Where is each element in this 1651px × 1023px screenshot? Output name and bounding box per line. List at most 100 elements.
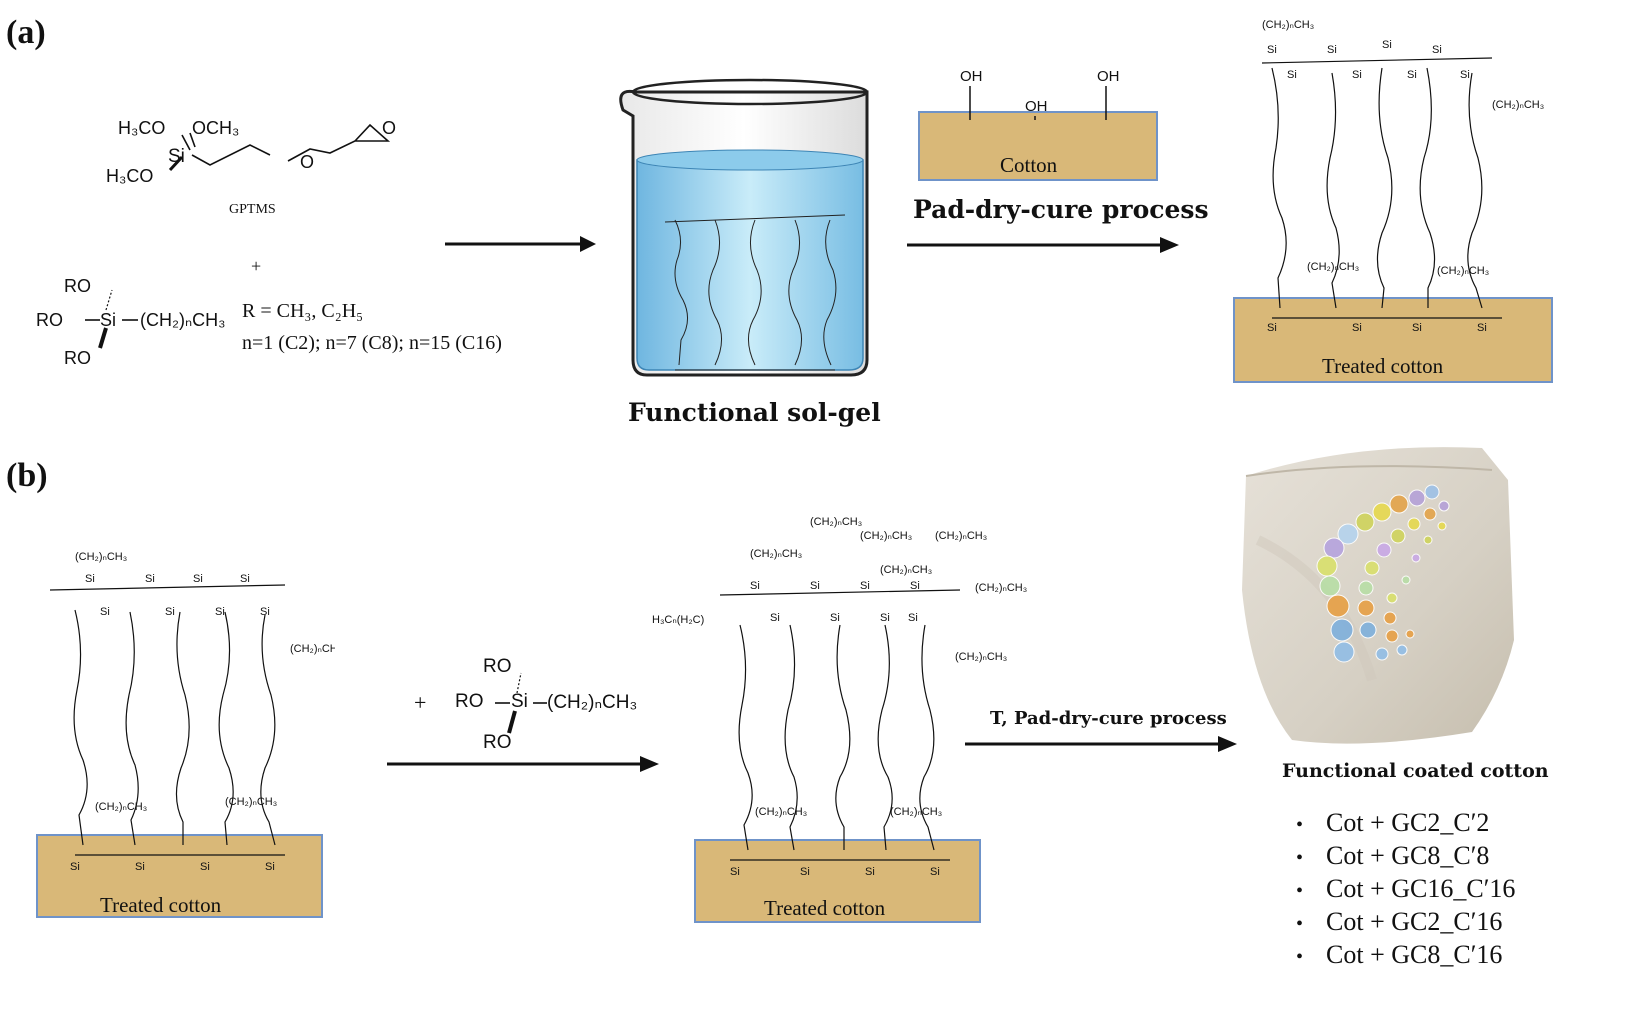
si-a: Si xyxy=(100,310,117,330)
svg-text:Si: Si xyxy=(135,861,145,873)
och3: OCH₃ xyxy=(192,118,240,138)
treated-cotton-label-b1: Treated cotton xyxy=(100,893,222,917)
arrow-to-grafted xyxy=(387,756,659,772)
svg-text:Si: Si xyxy=(800,866,810,878)
svg-text:Si: Si xyxy=(1287,69,1297,81)
pad-dry-cure-label: Pad-dry-cure process xyxy=(913,195,1209,224)
ro-left-b: RO xyxy=(455,691,484,712)
panel-b-label: (b) xyxy=(6,457,48,494)
svg-text:(CH₂)ₙCH₃: (CH₂)ₙCH₃ xyxy=(95,801,147,813)
grafted-cotton-structure: (CH₂)ₙCH₃ (CH₂)ₙCH₃ (CH₂)ₙCH₃ (CH₂)ₙCH₃ … xyxy=(652,516,1027,923)
n-definition: n=1 (C2); n=7 (C8); n=15 (C16) xyxy=(242,332,502,354)
gptms-structure xyxy=(168,123,391,172)
ro-top-b: RO xyxy=(483,656,512,677)
svg-text:Si: Si xyxy=(145,573,155,585)
svg-text:Si: Si xyxy=(265,861,275,873)
svg-text:Si: Si xyxy=(215,606,225,618)
arrow-to-solgel xyxy=(445,236,596,252)
arrow-to-final xyxy=(965,736,1237,752)
treated-cotton-structure-a: (CH₂)ₙCH₃ (CH₂)ₙCH₃ (CH₂)ₙCH₃ (CH₂)ₙCH₃ … xyxy=(1233,19,1553,383)
svg-text:Si: Si xyxy=(165,606,175,618)
chain-a: (CH₂)ₙCH₃ xyxy=(140,310,226,330)
beaker-icon xyxy=(619,78,869,377)
coated-cotton-photo xyxy=(1242,447,1514,744)
svg-text:Si: Si xyxy=(830,612,840,624)
svg-text:Si: Si xyxy=(85,573,95,585)
svg-text:Si: Si xyxy=(1460,69,1470,81)
epoxide-o: O xyxy=(382,118,397,138)
panel-a-label: (a) xyxy=(6,14,46,51)
ether-o: O xyxy=(300,152,315,172)
sample-item: Cot + GC2_C′16 xyxy=(1296,905,1515,938)
svg-text:Si: Si xyxy=(860,580,870,592)
svg-text:(CH₂)ₙCH₃: (CH₂)ₙCH₃ xyxy=(1262,19,1314,31)
svg-text:Si: Si xyxy=(1352,322,1362,334)
svg-text:(CH₂)ₙCH₃: (CH₂)ₙCH₃ xyxy=(880,564,932,576)
treated-cotton-structure-b: (CH₂)ₙCH₃ (CH₂)ₙCH₃ (CH₂)ₙCH₃ (CH₂)ₙCH₃ … xyxy=(36,551,335,918)
plus-a: + xyxy=(251,256,262,276)
svg-text:Si: Si xyxy=(1382,39,1392,51)
svg-text:Si: Si xyxy=(1327,44,1337,56)
t-pad-dry-cure-label: T, Pad-dry-cure process xyxy=(990,708,1227,729)
svg-text:Si: Si xyxy=(1407,69,1417,81)
svg-text:(CH₂)ₙCH₃: (CH₂)ₙCH₃ xyxy=(1307,261,1359,273)
treated-cotton-label-b2: Treated cotton xyxy=(764,896,886,920)
svg-text:(CH₂)ₙCH₃: (CH₂)ₙCH₃ xyxy=(1492,99,1544,111)
cotton-swatch xyxy=(918,111,1158,181)
svg-text:Si: Si xyxy=(70,861,80,873)
svg-text:(CH₂)ₙCH₃: (CH₂)ₙCH₃ xyxy=(750,548,802,560)
svg-text:Si: Si xyxy=(260,606,270,618)
svg-text:H₃Cₙ(H₂C): H₃Cₙ(H₂C) xyxy=(652,614,704,626)
svg-text:(CH₂)ₙCH₃: (CH₂)ₙCH₃ xyxy=(975,582,1027,594)
oh-3: OH xyxy=(1097,68,1120,85)
treated-cotton-label-a: Treated cotton xyxy=(1322,354,1444,378)
svg-text:Si: Si xyxy=(1432,44,1442,56)
svg-text:Si: Si xyxy=(1267,322,1277,334)
svg-text:Si: Si xyxy=(930,866,940,878)
sample-item: Cot + GC8_C′16 xyxy=(1296,938,1515,971)
svg-text:Si: Si xyxy=(880,612,890,624)
svg-text:Si: Si xyxy=(750,580,760,592)
alkylsilane-structure-a xyxy=(85,289,138,349)
cotton-label: Cotton xyxy=(1000,153,1058,177)
ro-left-a: RO xyxy=(36,310,63,330)
svg-text:Si: Si xyxy=(865,866,875,878)
oh-1: OH xyxy=(960,68,983,85)
svg-text:(CH₂)ₙCH₃: (CH₂)ₙCH₃ xyxy=(225,796,277,808)
h3co-top: H₃CO xyxy=(118,118,166,138)
alkylsilane-structure-b xyxy=(495,672,547,734)
svg-text:(CH₂)ₙCH₃: (CH₂)ₙCH₃ xyxy=(955,651,1007,663)
svg-text:Si: Si xyxy=(193,573,203,585)
si-b: Si xyxy=(511,691,528,712)
ro-bottom-a: RO xyxy=(64,348,91,368)
oh-bonds xyxy=(969,86,1107,120)
sample-item: Cot + GC2_C′2 xyxy=(1296,806,1515,839)
svg-text:Si: Si xyxy=(100,606,110,618)
svg-text:Si: Si xyxy=(910,580,920,592)
svg-text:Si: Si xyxy=(730,866,740,878)
svg-text:Si: Si xyxy=(1412,322,1422,334)
svg-text:(CH₂)ₙCH₃: (CH₂)ₙCH₃ xyxy=(935,530,987,542)
svg-text:(CH₂)ₙCH₃: (CH₂)ₙCH₃ xyxy=(1437,265,1489,277)
si-gptms: Si xyxy=(168,146,185,167)
functional-coated-cotton-label: Functional coated cotton xyxy=(1282,760,1549,782)
svg-text:Si: Si xyxy=(810,580,820,592)
svg-text:(CH₂)ₙCH₃: (CH₂)ₙCH₃ xyxy=(290,643,335,655)
sample-list: Cot + GC2_C′2 Cot + GC8_C′8 Cot + GC16_C… xyxy=(1296,806,1515,971)
gptms-name: GPTMS xyxy=(229,202,276,217)
svg-text:Si: Si xyxy=(200,861,210,873)
plus-b: + xyxy=(414,690,427,715)
h3co-bottom: H₃CO xyxy=(106,166,154,186)
svg-text:(CH₂)ₙCH₃: (CH₂)ₙCH₃ xyxy=(860,530,912,542)
svg-text:(CH₂)ₙCH₃: (CH₂)ₙCH₃ xyxy=(75,551,127,563)
svg-text:Si: Si xyxy=(1267,44,1277,56)
svg-text:Si: Si xyxy=(1477,322,1487,334)
svg-text:Si: Si xyxy=(1352,69,1362,81)
ro-top-a: RO xyxy=(64,276,91,296)
chain-b: (CH₂)ₙCH₃ xyxy=(547,692,638,713)
svg-text:Si: Si xyxy=(908,612,918,624)
ro-bottom-b: RO xyxy=(483,732,512,753)
r-definition: R = CH₃, C₂H₅ xyxy=(242,300,364,322)
arrow-to-treated-a xyxy=(907,237,1179,253)
sample-item: Cot + GC16_C′16 xyxy=(1296,872,1515,905)
